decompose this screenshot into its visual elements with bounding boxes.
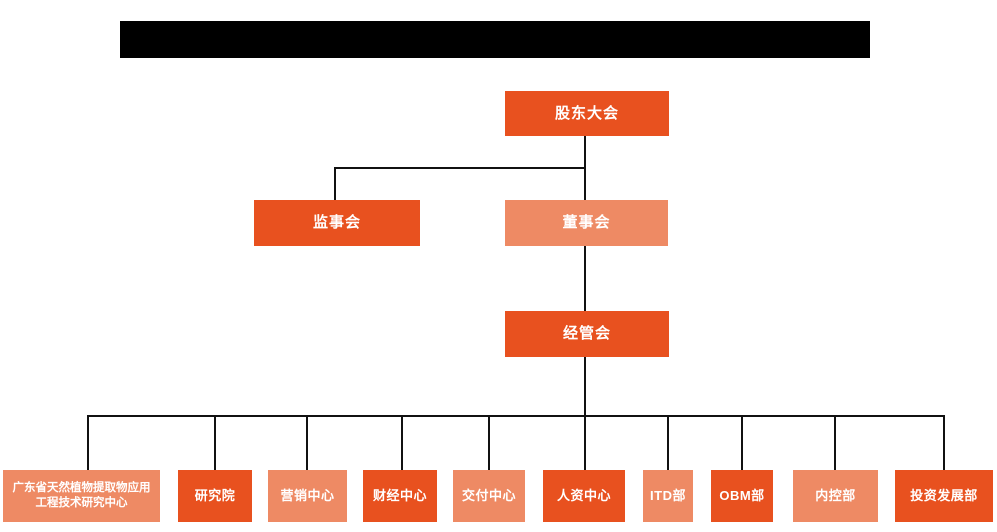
node-dept-obm: OBM部 [711,470,773,522]
node-management-committee: 经管会 [505,311,669,357]
connector-line [401,415,403,470]
connector-line [334,167,336,200]
connector-line [584,357,586,470]
node-dept-internal-control: 内控部 [793,470,878,522]
connector-line [306,415,308,470]
connector-line [741,415,743,470]
connector-line [943,415,945,470]
connector-line [584,167,586,200]
connector-line [584,246,586,311]
node-dept-itd: ITD部 [643,470,693,522]
connector-line [87,415,945,417]
node-dept-research-institute: 研究院 [178,470,252,522]
node-board-of-directors: 董事会 [505,200,668,246]
node-shareholders-meeting: 股东大会 [505,91,669,136]
node-dept-marketing-center: 营销中心 [268,470,347,522]
connector-line [87,415,89,470]
node-supervisory-board: 监事会 [254,200,420,246]
connector-line [584,136,586,169]
connector-line [334,167,586,169]
redacted-title-bar [120,21,870,58]
node-dept-hr-center: 人资中心 [543,470,625,522]
node-dept-research-center: 广东省天然植物提取物应用工程技术研究中心 [3,470,160,522]
connector-line [488,415,490,470]
node-dept-delivery-center: 交付中心 [453,470,525,522]
connector-line [214,415,216,470]
connector-line [667,415,669,470]
node-dept-investment-development: 投资发展部 [895,470,993,522]
node-dept-finance-center: 财经中心 [363,470,437,522]
connector-line [834,415,836,470]
